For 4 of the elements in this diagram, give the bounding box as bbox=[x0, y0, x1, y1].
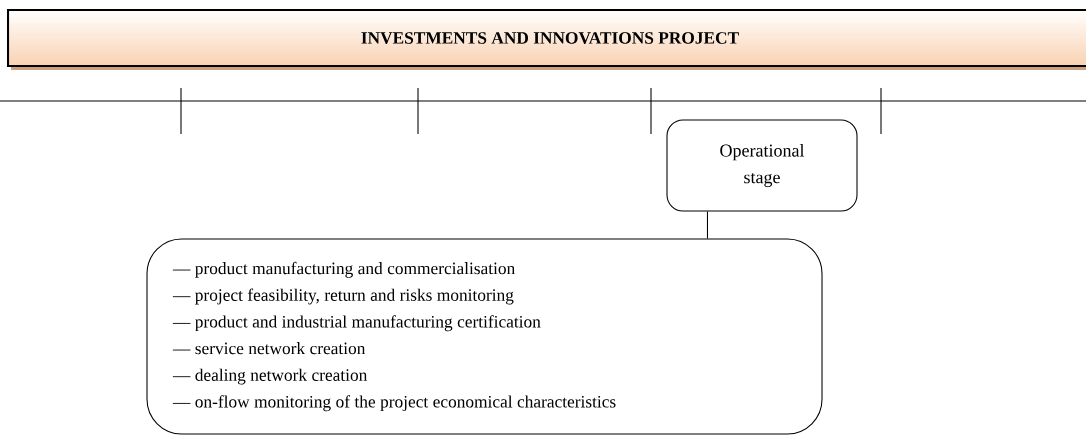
activity-list-box: — product manufacturing and commercialisation — project feasibility, return and risks monitoring — product and industrial manufacturing certification — service network creation — dealing network creation — on-flow monitoring of the project economical characteristics bbox=[146, 238, 823, 435]
connector-line bbox=[706, 211, 708, 239]
title-banner: INVESTMENTS AND INNOVATIONS PROJECT bbox=[6, 8, 1086, 70]
stage-box: Operational stage bbox=[666, 119, 858, 212]
